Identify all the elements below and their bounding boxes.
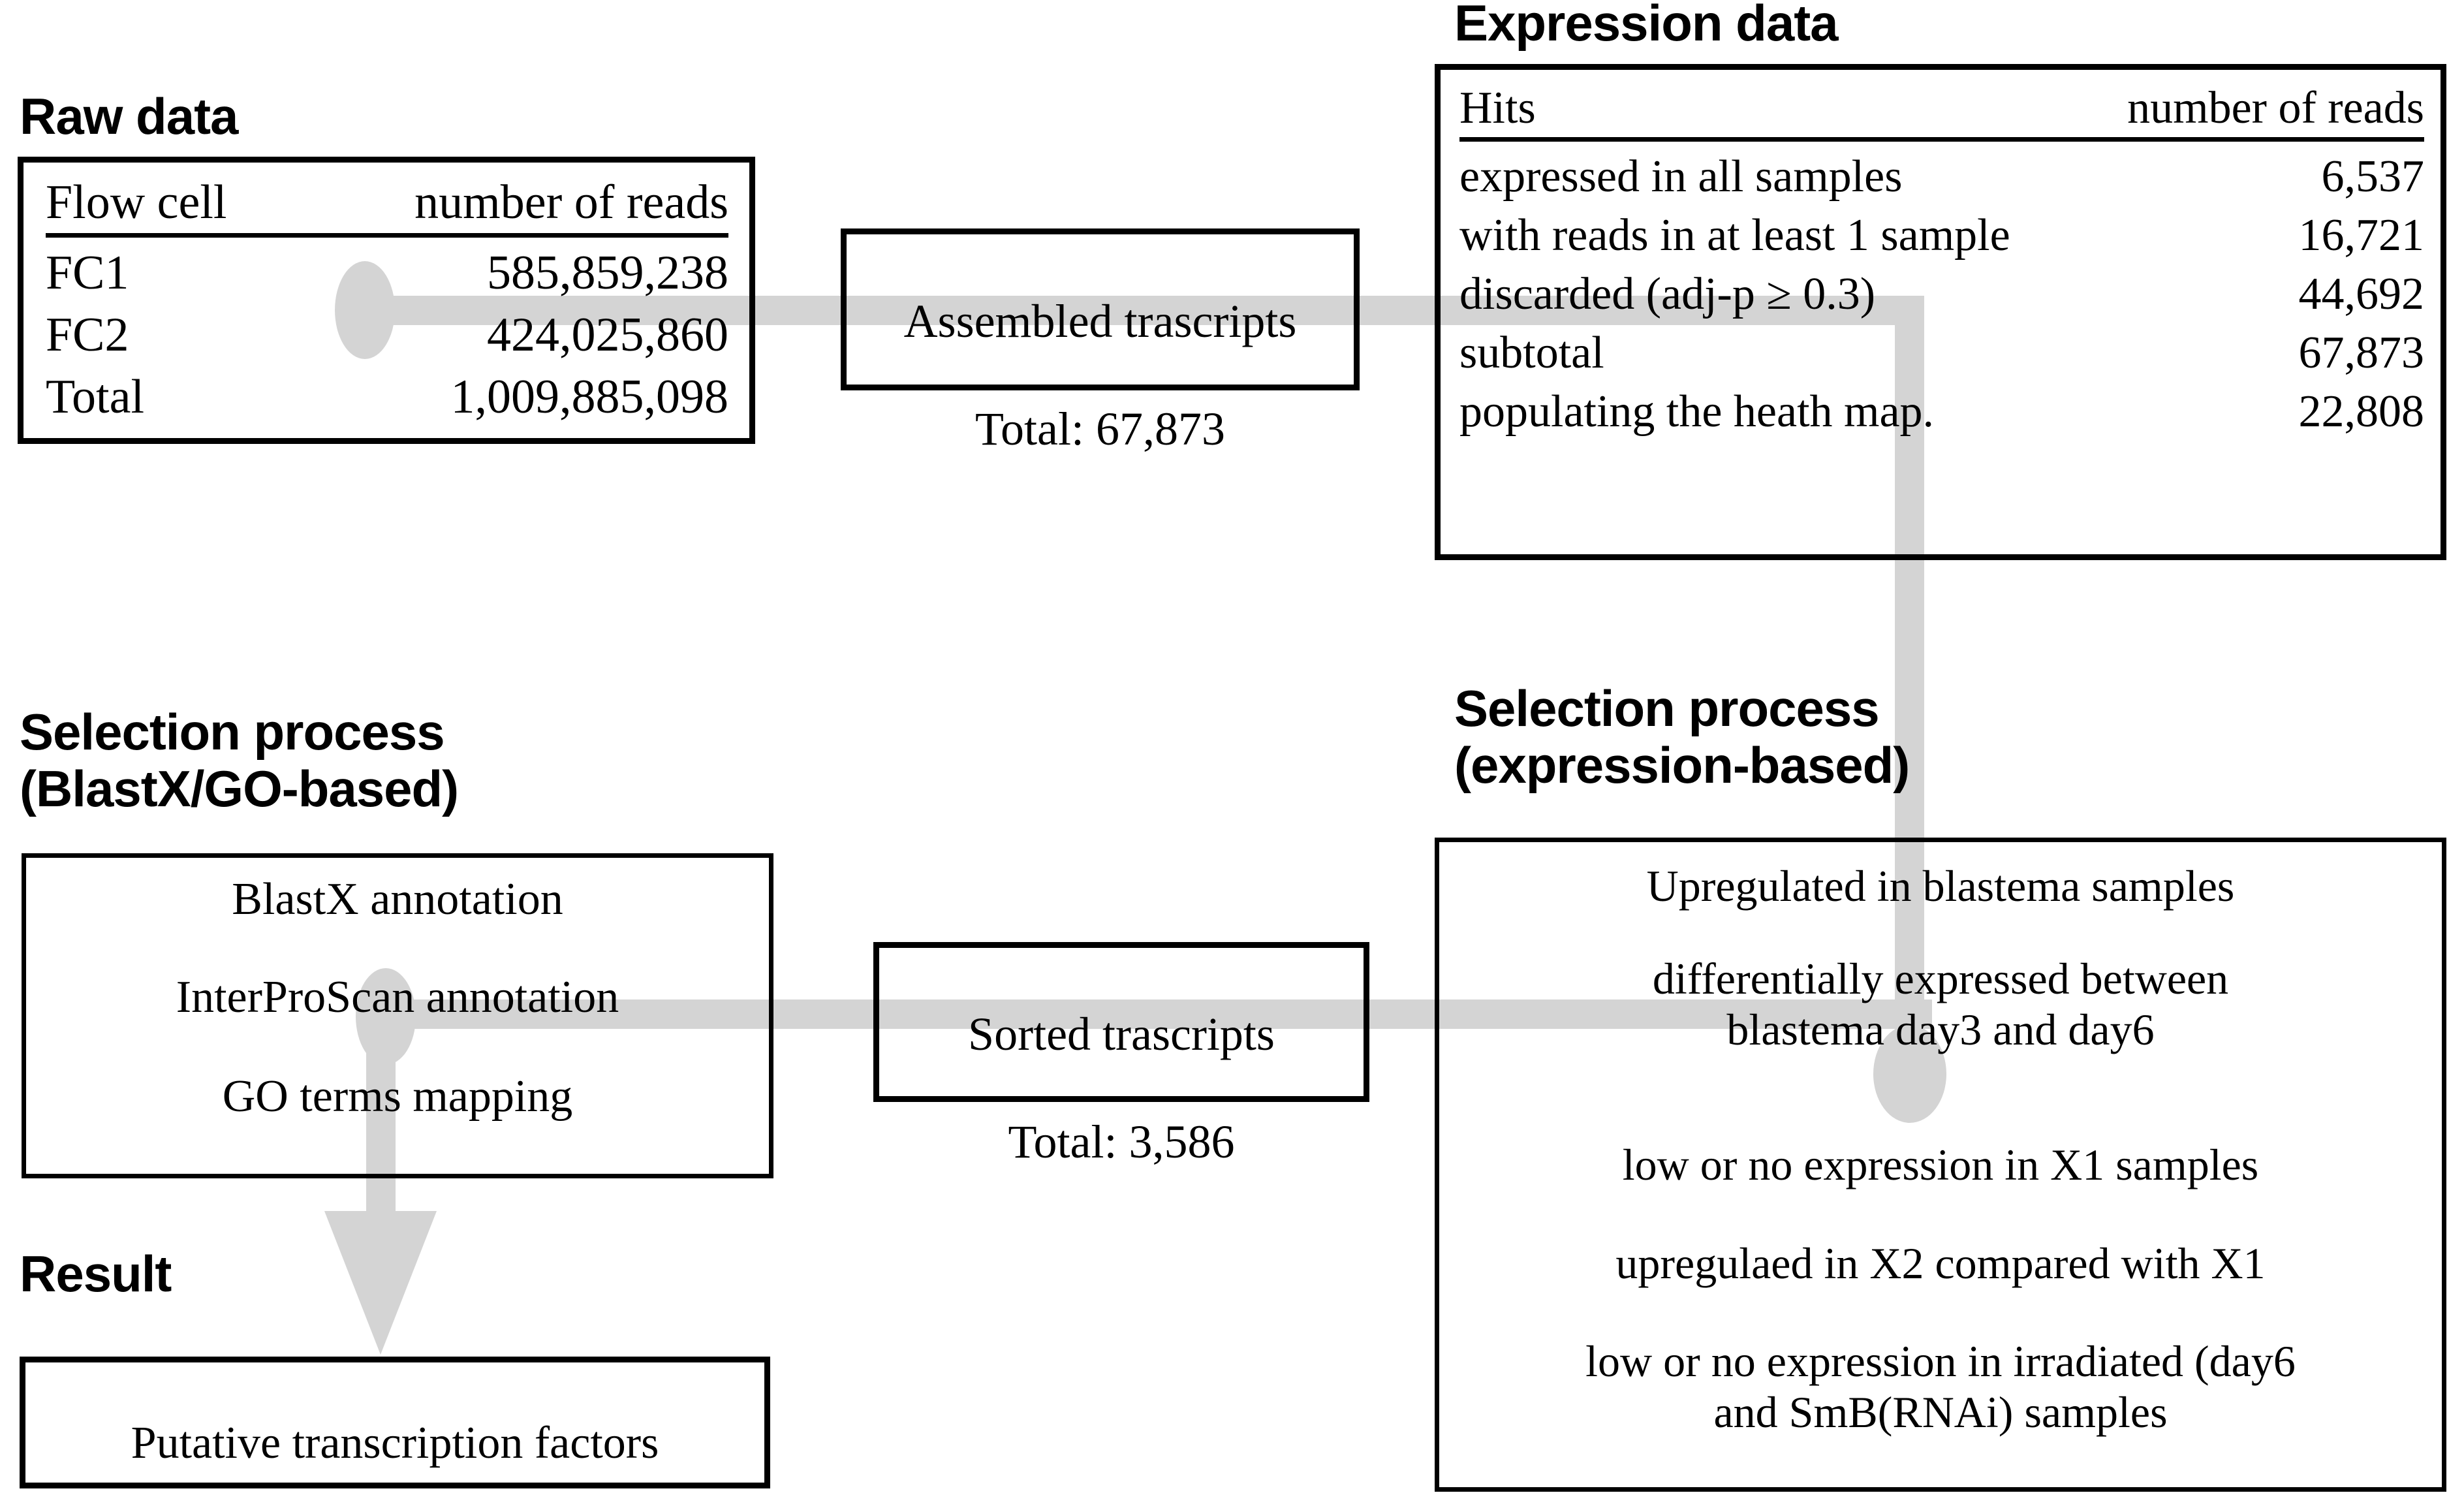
expression-item-4: low or no expression in irradiated (day6… [1585,1336,2296,1438]
table-row: with reads in at least 1 sample 16,721 [1459,203,2424,262]
table-row: populating the heath map. 22,808 [1459,379,2424,438]
expr-row4-value: 22,808 [2298,386,2425,437]
expression-item-3: upregulaed in X2 compared with X1 [1615,1238,2266,1288]
expression-selection-box [1435,838,2446,1492]
connector-bar-raw-to-expression [364,296,1924,325]
table-row: Total 1,009,885,098 [46,363,728,425]
table-header-row: Flow cell number of reads [46,175,728,238]
connector-blob-expression-down [1873,1025,1946,1123]
sorted-line-2: Total: 3,586 [1008,1116,1235,1169]
blastx-item-2: GO terms mapping [222,1071,573,1122]
expr-row2-label: discarded (adj-p ≥ 0.3) [1459,269,1876,319]
table-row: FC2 424,025,860 [46,301,728,363]
table-row: subtotal 67,873 [1459,321,2424,379]
raw-col-reads: number of reads [295,175,728,238]
sorted-transcripts-text: Sorted trascripts Total: 3,586 [873,953,1369,1223]
table-header-row: Hits number of reads [1459,82,2424,142]
expr-col-reads: number of reads [2086,82,2424,142]
heading-selection-blastx: Selection process (BlastX/GO-based) [20,703,459,818]
assembled-line-2: Total: 67,873 [975,403,1225,456]
expr-row3-label: subtotal [1459,328,1604,378]
result-box [20,1357,770,1488]
sorted-transcripts-box [873,942,1369,1102]
expr-row3-value: 67,873 [2298,328,2425,378]
raw-data-table: Flow cell number of reads FC1 585,859,23… [46,175,728,425]
heading-raw-data: Raw data [20,87,238,145]
expression-data-box [1435,64,2446,560]
result-text: Putative transcription factors Total: 60 [20,1364,770,1510]
expr-row0-label: expressed in all samples [1459,151,1903,202]
sorted-line-1: Sorted trascripts [968,1007,1275,1060]
expr-row0-value: 6,537 [2321,151,2425,202]
table-row: FC1 585,859,238 [46,236,728,302]
table-row: expressed in all samples 6,537 [1459,140,2424,204]
heading-selection-expression: Selection process (expression-based) [1454,680,1910,794]
expr-col-hits: Hits [1459,82,2087,142]
raw-row1-label: FC2 [46,308,129,362]
connector-bar-blastx-to-expression [385,999,1932,1029]
table-row: discarded (adj-p ≥ 0.3) 44,692 [1459,262,2424,321]
connector-arrowhead-result [324,1211,437,1355]
raw-row0-value: 585,859,238 [487,246,728,300]
blastx-item-1: InterProScan annotation [176,972,619,1022]
assembled-transcripts-text: Assembled trascripts Total: 67,873 [841,240,1360,511]
expression-item-1: differentially expressed between blastem… [1652,954,2229,1055]
expr-row1-value: 16,721 [2298,210,2425,260]
expression-item-2: low or no expression in X1 samples [1622,1140,2259,1189]
heading-result: Result [20,1245,172,1302]
raw-row0-label: FC1 [46,246,129,300]
expression-item-0: Upregulated in blastema samples [1646,861,2235,911]
raw-data-box [18,157,755,444]
expr-row2-value: 44,692 [2298,269,2425,319]
raw-row1-value: 424,025,860 [487,308,728,362]
expression-data-table: Hits number of reads expressed in all sa… [1459,82,2424,438]
blastx-item-0: BlastX annotation [232,874,563,924]
connector-bar-expression-vertical [1895,297,1924,1077]
raw-col-flowcell: Flow cell [46,175,296,238]
raw-row2-value: 1,009,885,098 [450,370,729,424]
assembled-transcripts-box [841,228,1360,390]
result-line-1: Putative transcription factors [131,1417,659,1468]
expr-row1-label: with reads in at least 1 sample [1459,210,2010,260]
expr-row4-label: populating the heath map. [1459,386,1935,437]
assembled-line-1: Assembled trascripts [903,294,1297,347]
blastx-selection-box [22,853,773,1178]
heading-expression-data: Expression data [1454,0,1839,52]
connector-bar-blastx-vertical [366,1018,396,1214]
raw-row2-label: Total [46,370,144,424]
